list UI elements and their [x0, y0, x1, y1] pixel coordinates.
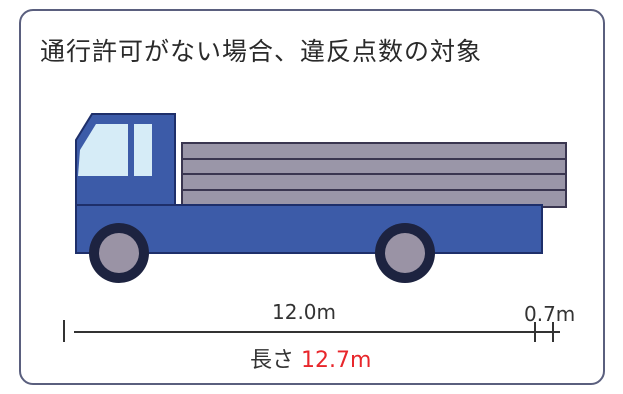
total-length: 長さ 12.7m	[250, 342, 371, 374]
page-title: 通行許可がない場合、違反点数の対象	[40, 37, 483, 66]
total-length-value: 12.7m	[301, 348, 372, 373]
cargo-bed	[181, 142, 567, 208]
side-window	[134, 124, 152, 176]
rear-wheel	[375, 223, 435, 283]
overhang-label: 0.7m	[524, 302, 576, 326]
windshield	[78, 124, 128, 176]
dimension-line	[63, 320, 560, 342]
front-wheel	[89, 223, 149, 283]
body-length-label: 12.0m	[272, 300, 337, 324]
total-length-label: 長さ	[250, 348, 295, 373]
truck-chassis	[75, 204, 543, 254]
